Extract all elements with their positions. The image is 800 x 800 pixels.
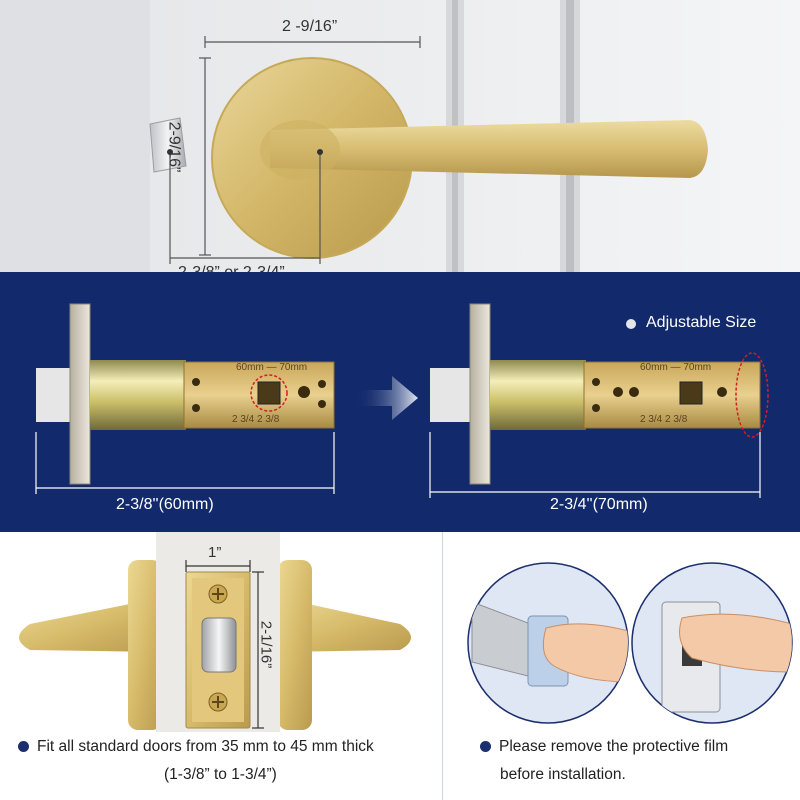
door-lever-illustration xyxy=(0,0,800,272)
section-divider xyxy=(442,532,443,800)
bullet-icon xyxy=(18,741,29,753)
rose-width-label: 2 -9/16” xyxy=(282,18,338,35)
note-door-thickness-imperial: (1-3/8” to 1-3/4”) xyxy=(164,766,277,783)
plate-width-label: 1” xyxy=(208,544,222,561)
engraving-left: 60mm — 70mm xyxy=(236,362,308,373)
latch-bolt-face xyxy=(201,617,237,673)
rose-height-label: 2-9/16” xyxy=(165,121,183,173)
engraving-right: 60mm — 70mm xyxy=(640,362,712,373)
rose-right xyxy=(278,560,312,730)
fraction-right: 2 3/4 2 3/8 xyxy=(640,414,688,425)
note-protective-film: Please remove the protective film xyxy=(480,738,728,756)
adjustable-size-badge: Adjustable Size xyxy=(646,314,757,331)
length-70mm-label: 2-3/4''(70mm) xyxy=(550,496,648,513)
latch-60mm xyxy=(36,303,335,485)
film-circle-left xyxy=(467,562,629,724)
note-before-installation: before installation. xyxy=(500,766,626,783)
latch-comparison xyxy=(35,303,769,498)
protective-film-illustration xyxy=(467,562,793,724)
note-door-thickness: Fit all standard doors from 35 mm to 45 … xyxy=(18,738,374,756)
top-section: 2 -9/16” 2-9/16” 2-3/8” or 2-3/4” xyxy=(0,0,800,281)
fraction-left: 2 3/4 2 3/8 xyxy=(232,414,280,425)
rose-left xyxy=(128,560,162,730)
bullet-icon xyxy=(480,741,491,753)
length-60mm-label: 2-3/8''(60mm) xyxy=(116,496,214,513)
latch-70mm xyxy=(430,303,769,485)
lever-handle xyxy=(270,120,708,178)
badge-dot xyxy=(626,319,636,329)
arrow xyxy=(355,376,418,420)
latch-bolt xyxy=(149,117,187,173)
film-circle-right xyxy=(631,562,793,724)
lever-right xyxy=(280,600,411,652)
lever-left xyxy=(19,600,160,652)
door-edge xyxy=(0,0,150,272)
door-edge-illustration xyxy=(19,532,411,732)
plate-height-label: 2-1/16” xyxy=(257,620,275,669)
